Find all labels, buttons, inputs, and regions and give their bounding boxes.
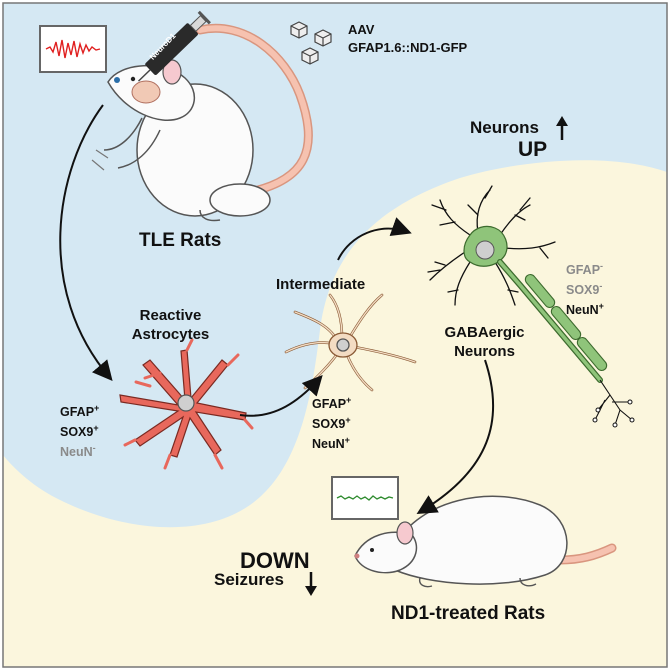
- syringe-icon: [137, 10, 211, 82]
- arrow-down-icon: [305, 572, 317, 596]
- virus-name: AAV: [348, 22, 375, 37]
- neuron-marker-3: NeuN+: [566, 301, 604, 318]
- virus-construct: GFAP1.6::ND1-GFP: [348, 40, 468, 55]
- intermediate-marker-2: SOX9+: [312, 415, 351, 432]
- reactive-marker-2: SOX9+: [60, 423, 99, 440]
- intermediate-label: Intermediate: [276, 276, 366, 293]
- arrow-neuron-to-treated-rat: [416, 359, 495, 515]
- treated-rats-label: ND1-treated Rats: [391, 603, 546, 624]
- arrow-intermediate-to-neuron: [337, 217, 412, 261]
- arrow-rat-to-astrocyte: [59, 104, 113, 382]
- normal-trace: [336, 495, 394, 501]
- eeg-monitor-icon: [39, 25, 107, 73]
- neurons-label: Neurons: [470, 118, 539, 137]
- seizures-change: DOWN: [240, 548, 310, 573]
- tle-rat: [91, 23, 313, 222]
- gabaergic-neuron: [427, 185, 635, 428]
- seizure-trace: [45, 39, 101, 59]
- virus-icon: [290, 21, 332, 65]
- neuron-marker-2: SOX9-: [566, 281, 603, 298]
- neurons-change: UP: [518, 138, 548, 161]
- treated-rat: [354, 495, 617, 588]
- reactive-marker-3: NeuN-: [60, 443, 96, 460]
- intermediate-markers: GFAP+ SOX9+ NeuN+: [312, 392, 351, 452]
- reactive-astrocyte: [119, 338, 254, 470]
- neuron-markers: GFAP- SOX9- NeuN+: [566, 258, 604, 318]
- reactive-markers: GFAP+ SOX9+ NeuN-: [60, 400, 99, 460]
- arrow-up-icon: [556, 116, 568, 140]
- eeg-monitor-normal-icon: [331, 476, 399, 520]
- seizures-label: Seizures: [214, 570, 284, 589]
- arrow-astrocyte-to-intermediate: [239, 375, 323, 417]
- reactive-astrocytes-label: Reactive Astrocytes: [131, 307, 210, 343]
- rat-tail-inner: [197, 25, 312, 195]
- intermediate-cell: [284, 293, 417, 392]
- tle-rats-label: TLE Rats: [139, 230, 222, 251]
- intermediate-marker-1: GFAP+: [312, 395, 352, 412]
- intermediate-marker-3: NeuN+: [312, 435, 350, 452]
- gabaergic-neurons-label: GABAergic Neurons: [444, 324, 525, 360]
- reactive-marker-1: GFAP+: [60, 403, 100, 420]
- neuron-marker-1: GFAP-: [566, 261, 604, 278]
